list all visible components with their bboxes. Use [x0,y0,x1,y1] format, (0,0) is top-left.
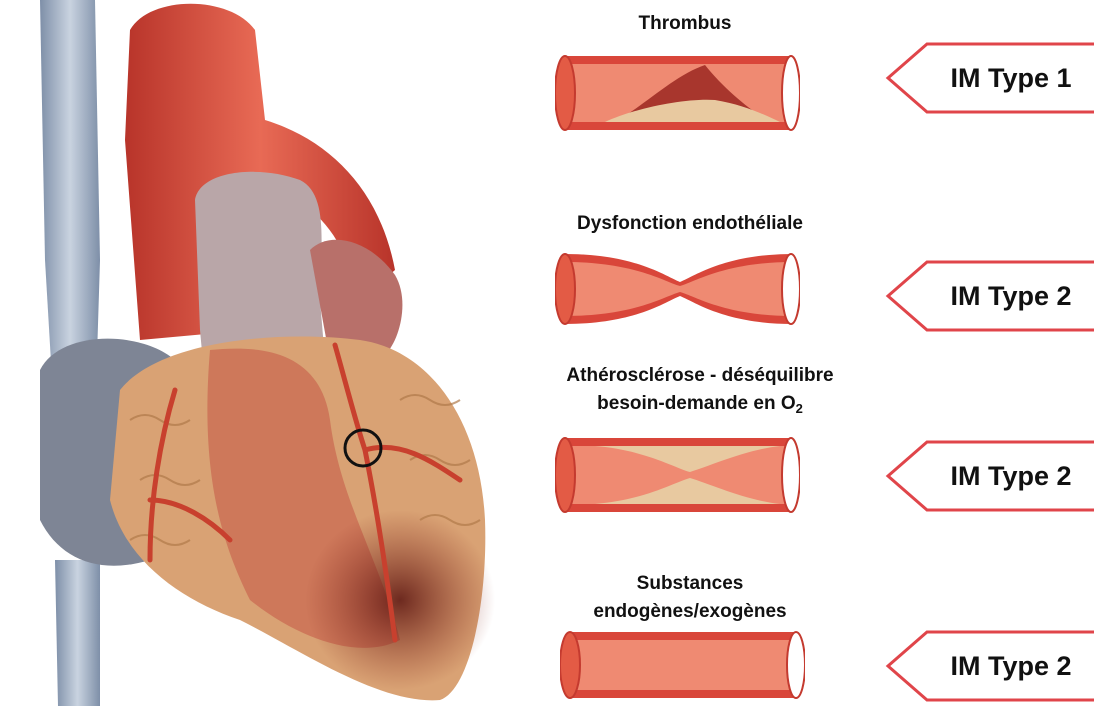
label-im-type-2-c: IM Type 2 [885,630,1095,702]
caption-endothelial-dysfunction: Dysfonction endothéliale [530,210,850,238]
vessel-constricted [555,248,800,328]
label-text: IM Type 2 [931,630,1091,702]
shadow [305,510,495,690]
vessel-atherosclerosis [555,432,800,517]
label-im-type-2-b: IM Type 2 [885,440,1095,512]
label-text: IM Type 2 [931,440,1091,512]
label-text: IM Type 2 [931,260,1091,332]
caption-substances: Substances endogènes/exogènes [560,570,820,626]
inferior-vena-cava [55,560,100,706]
label-text: IM Type 1 [931,42,1091,114]
heart-illustration [0,0,520,706]
vessel-normal [560,628,805,703]
label-im-type-1: IM Type 1 [885,42,1095,114]
caption-thrombus: Thrombus [560,10,810,38]
vessel-thrombus [555,50,800,135]
label-im-type-2-a: IM Type 2 [885,260,1095,332]
caption-atherosclerosis: Athérosclérose - déséquilibre besoin-dem… [520,362,880,423]
